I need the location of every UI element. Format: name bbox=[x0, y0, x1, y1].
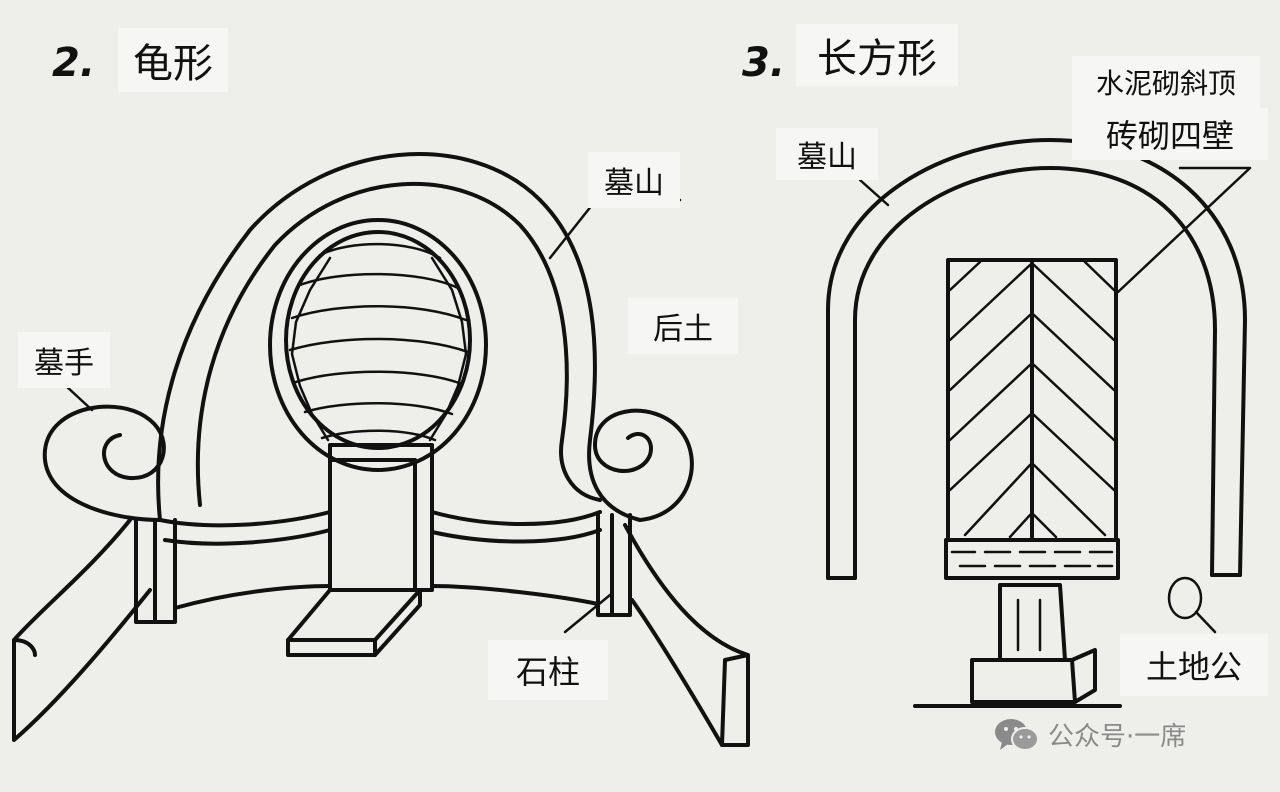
watermark: 公众号·一席 bbox=[994, 716, 1186, 753]
tomb-hand-right-scroll bbox=[593, 408, 694, 522]
earth-god-marker bbox=[1167, 576, 1203, 620]
watermark-text: 公众号·一席 bbox=[1048, 722, 1187, 752]
tombstone-block bbox=[328, 443, 434, 592]
leader-tomb-mound bbox=[548, 198, 682, 260]
leader-stone-pillar bbox=[563, 593, 612, 634]
figure3-roof-note-label: 水泥砌斜顶 bbox=[1072, 56, 1260, 108]
figure3-number: 3. bbox=[742, 40, 786, 86]
stone-pillar-right bbox=[596, 513, 632, 617]
leader-tomb-hand bbox=[64, 384, 94, 412]
figure3-title: 长方形 bbox=[796, 24, 958, 86]
tomb-mound-outer-arch bbox=[156, 152, 642, 522]
ground-line bbox=[173, 584, 600, 610]
figure3-earth-god-label: 土地公 bbox=[1120, 634, 1268, 696]
altar-slab bbox=[286, 588, 422, 657]
tombstone-base bbox=[970, 648, 1097, 704]
tomb-niche-outer bbox=[268, 218, 488, 472]
figure2-tomb-mound-label: 墓山 bbox=[588, 152, 680, 208]
turtle-tomb-drawing bbox=[12, 152, 750, 747]
herringbone-pattern bbox=[948, 260, 1116, 539]
rect-tombstone bbox=[998, 583, 1067, 662]
rect-tomb-mound-outer bbox=[826, 138, 1247, 580]
outer-wall-left bbox=[12, 518, 152, 742]
side-wall-right bbox=[430, 510, 602, 544]
figure2-tomb-hand-label: 墓手 bbox=[18, 332, 110, 388]
leader-rect-tomb-mound bbox=[858, 178, 890, 207]
side-wall-left bbox=[158, 510, 332, 546]
rectangular-tomb-drawing bbox=[826, 138, 1252, 708]
tomb-hand-left-scroll bbox=[42, 404, 166, 522]
figure3-wall-note-label: 砖砌四壁 bbox=[1072, 108, 1268, 160]
outer-wall-right bbox=[623, 523, 750, 747]
wechat-icon bbox=[995, 718, 1039, 751]
shell-pattern bbox=[288, 242, 470, 442]
stone-pillar-left bbox=[134, 518, 177, 624]
figure2-title: 龟形 bbox=[118, 28, 228, 92]
figure2-number: 2. bbox=[52, 40, 96, 86]
figure2-back-earth-label: 后土 bbox=[628, 298, 738, 354]
leader-roof-wall bbox=[1116, 166, 1252, 294]
rect-tomb-mound-inner bbox=[853, 166, 1217, 580]
figure2-stone-pillar-label: 石柱 bbox=[488, 640, 608, 700]
figure3-tomb-mound-label: 墓山 bbox=[776, 128, 878, 180]
brick-base bbox=[944, 538, 1120, 580]
tomb-mound-inner-arch bbox=[195, 181, 602, 507]
tomb-niche-inner bbox=[284, 230, 472, 450]
